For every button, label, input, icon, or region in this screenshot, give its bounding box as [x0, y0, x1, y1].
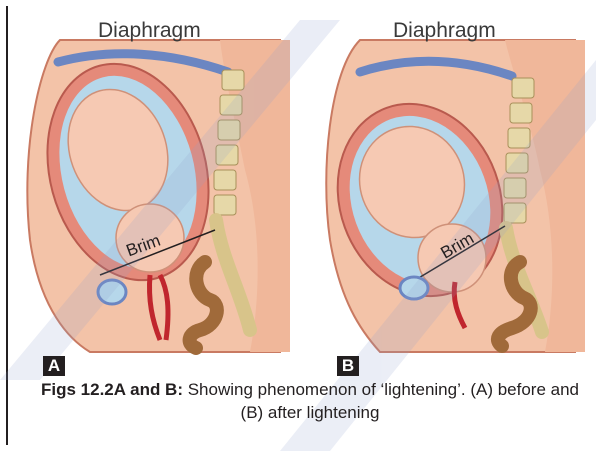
- panel-b-illustration: [311, 40, 585, 352]
- panel-b-diaphragm-label: Diaphragm: [393, 19, 496, 43]
- figure-caption: Figs 12.2A and B: Showing phenomenon of …: [40, 378, 580, 424]
- panel-a-diaphragm-label: Diaphragm: [98, 19, 201, 43]
- panel-b-letter: B: [337, 356, 359, 376]
- caption-text: Showing phenomenon of ‘lightening’. (A) …: [183, 380, 579, 422]
- caption-bold: Figs 12.2A and B:: [41, 380, 183, 399]
- panel-a-letter: A: [43, 356, 65, 376]
